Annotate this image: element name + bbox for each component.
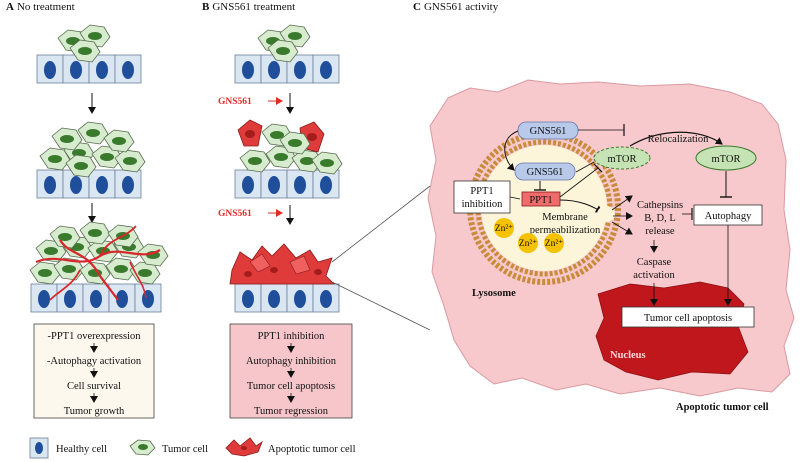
autophagy-label: Autophagy — [705, 211, 752, 222]
panel-b-step-4: Tumor regression — [254, 406, 329, 417]
panel-a-stage3 — [29, 221, 169, 313]
ppt1-label: PPT1 — [529, 195, 552, 206]
caspase-line2: activation — [633, 270, 675, 281]
panel-c-title: GNS561 activity — [424, 1, 499, 13]
panel-a-title: No treatment — [17, 1, 75, 13]
cathepsins-line3: release — [645, 226, 674, 237]
tumor-apoptosis-label: Tumor cell apoptosis — [644, 313, 732, 324]
panel-b-step-2: Autophagy inhibition — [246, 356, 337, 367]
gns561-outer-label: GNS561 — [530, 126, 567, 137]
panel-b-stage2 — [234, 119, 343, 199]
gns561-inner-label: GNS561 — [527, 167, 564, 178]
mtor-left-label: mTOR — [608, 154, 637, 165]
mtor-right — [695, 145, 757, 171]
panel-a-stage2 — [36, 121, 146, 199]
zinc-label-2: Zn²⁺ — [519, 239, 537, 249]
zoom-line-top — [331, 185, 431, 263]
gns561-outer — [517, 121, 579, 140]
panel-c-letter: C — [413, 1, 421, 13]
mtor-left — [593, 146, 651, 170]
mtor-right-label: mTOR — [712, 154, 741, 165]
panel-b-step-3: Tumor cell apoptosis — [247, 381, 335, 392]
ppt1-inhibition-line2: inhibition — [462, 199, 504, 210]
membrane-line2: permeabilization — [530, 225, 601, 236]
svg-text:ANo treatment: ANo treatment — [6, 1, 75, 13]
ppt1-inhibition-line1: PPT1 — [470, 186, 493, 197]
membrane-line1: Membrane — [542, 212, 588, 223]
panel-b-title: GNS561 treatment — [212, 1, 295, 13]
tumor-apoptosis-box — [621, 306, 755, 328]
panel-a-step-3: Cell survival — [67, 381, 121, 392]
legend: Healthy cell Tumor cell Apoptotic tumor … — [29, 437, 356, 459]
caspase-line1: Caspase — [637, 257, 672, 268]
drug-label-1: GNS561 — [218, 97, 252, 107]
panel-a-step-1: -PPT1 overexpression — [47, 331, 141, 342]
panel-a-step-2: -Autophagy activation — [47, 356, 142, 367]
zoom-line-bottom — [331, 281, 431, 331]
ppt1-inhibition-box — [453, 180, 511, 214]
legend-healthy-label: Healthy cell — [56, 444, 107, 455]
panel-a-letter: A — [6, 1, 14, 13]
lysosome-label: Lysosome — [472, 288, 516, 299]
panel-b-step-1: PPT1 inhibition — [258, 331, 326, 342]
cathepsins-line1: Cathepsins — [637, 200, 683, 211]
nucleus-label: Nucleus — [610, 350, 646, 361]
legend-apoptotic-label: Apoptotic tumor cell — [268, 444, 356, 455]
panel-a-step-4: Tumor growth — [64, 406, 125, 417]
panel-b-stage3 — [229, 243, 340, 313]
panel-a-stage1 — [36, 24, 142, 84]
gns561-inner — [514, 162, 576, 181]
apoptotic-cell-label: Apoptotic tumor cell — [676, 402, 769, 413]
legend-tumor-label: Tumor cell — [162, 444, 208, 455]
zinc-label-1: Zn²⁺ — [495, 224, 513, 234]
drug-label-2: GNS561 — [218, 209, 252, 219]
membrane-rupture — [597, 206, 615, 222]
zinc-label-3: Zn²⁺ — [545, 239, 563, 249]
ppt1-box — [521, 191, 561, 207]
panel-b-letter: B — [202, 1, 210, 13]
relocalization-label: Relocalization — [648, 134, 709, 145]
cathepsins-line2: B, D, L — [644, 213, 676, 224]
nucleus-shape — [595, 281, 749, 381]
zinc-ions: Zn²⁺ Zn²⁺ Zn²⁺ — [494, 218, 564, 253]
panel-b-stage1 — [234, 24, 340, 84]
